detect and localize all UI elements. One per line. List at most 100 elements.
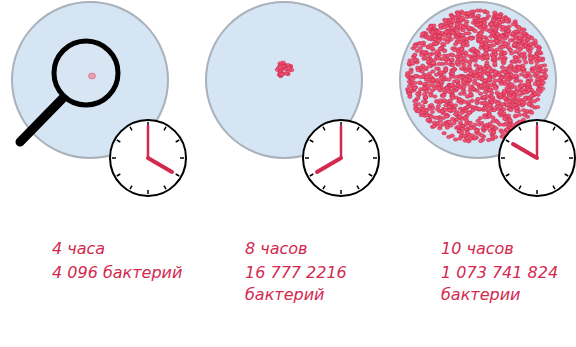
bacterium — [462, 100, 466, 103]
bacterium — [518, 80, 522, 83]
bacterium — [482, 95, 486, 98]
clock-tick — [553, 127, 555, 130]
bacterium — [536, 78, 540, 81]
bacterium — [456, 125, 460, 128]
bacterium — [447, 135, 451, 138]
clock-tick — [323, 127, 325, 130]
bacterium — [412, 86, 416, 89]
bacterium — [493, 79, 497, 82]
bacterium — [507, 100, 511, 103]
bacterium — [437, 57, 441, 60]
bacterium — [529, 47, 533, 50]
bacterium — [439, 24, 443, 27]
bacterium — [441, 95, 445, 98]
bacterium — [278, 66, 282, 69]
bacterium — [444, 30, 448, 33]
bacterium — [462, 37, 466, 40]
bacterium — [449, 59, 453, 62]
bacterium — [465, 137, 469, 140]
bacterium — [426, 57, 430, 60]
bacterium — [479, 139, 483, 142]
bacterium — [433, 35, 437, 38]
bacterium — [445, 86, 449, 89]
clock-tick — [310, 140, 313, 142]
bacterium — [411, 62, 415, 65]
clock-tick — [565, 174, 568, 176]
bacterium — [279, 73, 283, 76]
bacterium — [469, 15, 473, 18]
bacterium — [511, 23, 515, 26]
bacterium — [422, 87, 426, 90]
bacterium — [450, 83, 454, 86]
bacterium — [451, 31, 455, 34]
bacterium — [431, 79, 435, 82]
bacterium — [443, 19, 447, 22]
bacterium — [467, 100, 471, 103]
bacterium — [517, 66, 521, 69]
bacterium — [505, 104, 509, 107]
bacterium — [498, 93, 502, 96]
bacterium — [418, 81, 422, 84]
bacterium — [507, 25, 511, 28]
clock-tick — [176, 140, 179, 142]
bacterium — [484, 48, 488, 51]
bacterium — [460, 48, 464, 51]
bacterium — [509, 64, 513, 67]
bacterium — [437, 62, 441, 65]
bacterium — [445, 86, 449, 89]
bacterium — [526, 72, 530, 75]
bacterium — [450, 63, 454, 66]
bacterium — [458, 98, 462, 101]
bacterium — [459, 67, 463, 70]
bacterium — [506, 33, 510, 36]
bacterium — [522, 28, 526, 31]
clock-tick — [310, 174, 313, 176]
bacterium — [525, 39, 529, 42]
bacterium — [429, 25, 433, 28]
bacterium — [444, 58, 448, 61]
bacterium — [468, 76, 472, 79]
bacterium — [473, 123, 477, 126]
bacterium — [426, 36, 430, 39]
bacterium — [517, 39, 521, 42]
bacterium — [453, 113, 457, 116]
bacterium — [437, 87, 441, 90]
bacterium — [475, 128, 479, 131]
clock-tick — [506, 174, 509, 176]
bacterium — [474, 74, 478, 77]
bacterium — [541, 77, 545, 80]
bacterium — [423, 82, 427, 85]
bacterium — [464, 69, 468, 72]
bacterium — [507, 70, 511, 73]
bacterium — [455, 61, 459, 64]
bacterium — [487, 88, 491, 91]
bacterium — [413, 59, 417, 62]
bacterium — [473, 79, 477, 82]
bacterium — [413, 100, 417, 103]
bacterium — [451, 20, 455, 23]
bacterium — [535, 64, 539, 67]
bacterium — [538, 90, 542, 93]
bacterium — [500, 45, 504, 48]
bacterium — [439, 71, 443, 74]
bacterium — [431, 78, 435, 81]
bacterium — [482, 24, 486, 27]
bacterium — [431, 61, 435, 64]
clock-tick — [506, 140, 509, 142]
bacterium — [477, 107, 481, 110]
bacterium — [437, 35, 441, 38]
bacterium — [408, 95, 412, 98]
time-label: 8 часов — [245, 238, 405, 260]
bacterium — [476, 55, 480, 58]
bacterium — [483, 79, 487, 82]
bacterium — [456, 13, 460, 16]
bacterium — [451, 32, 455, 35]
bacterium — [503, 51, 507, 54]
bacterium — [477, 108, 481, 111]
bacterium — [450, 58, 454, 61]
clock-tick — [357, 186, 359, 189]
bacterium — [469, 126, 473, 129]
bacterium — [491, 44, 495, 47]
bacterium — [468, 69, 472, 72]
bacterium — [486, 15, 490, 18]
